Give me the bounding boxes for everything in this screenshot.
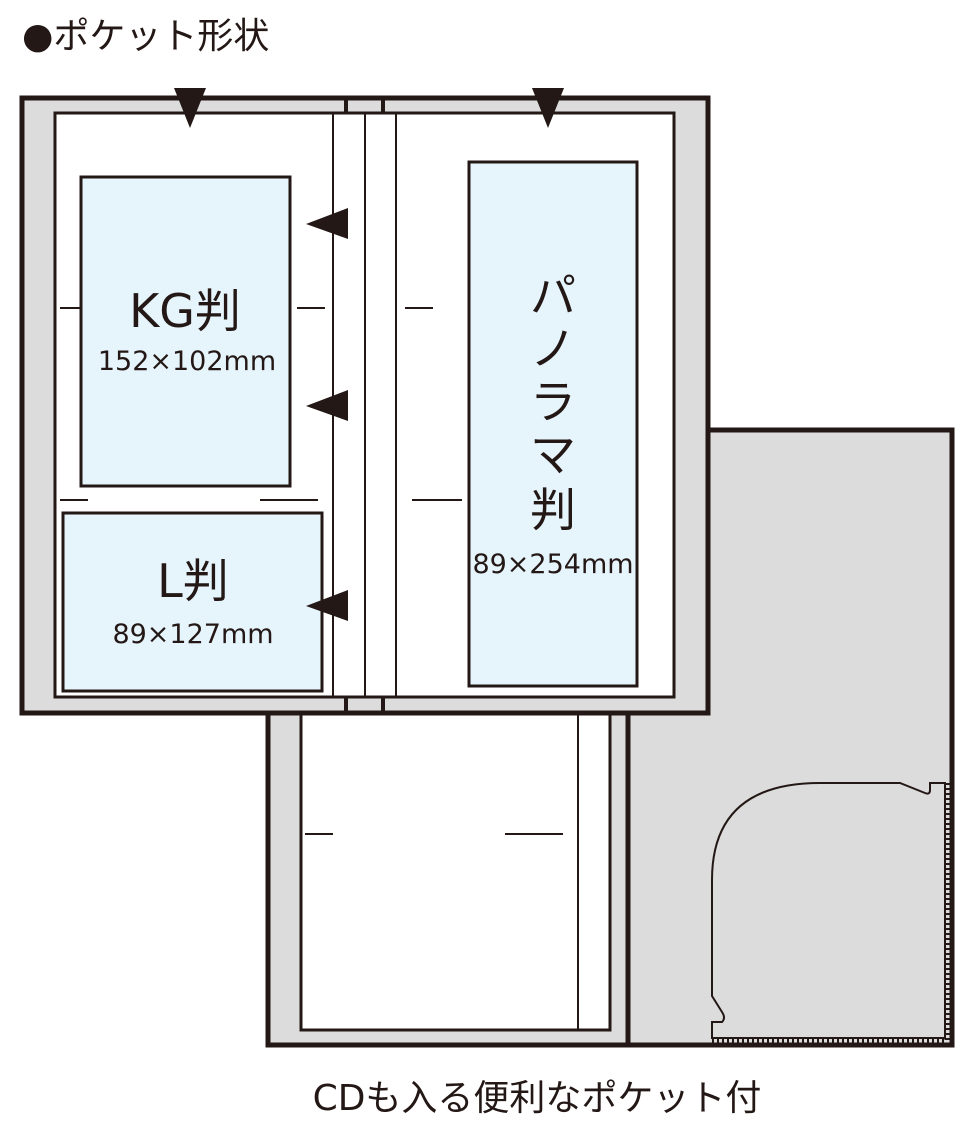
pocket-kg-label: KG判 bbox=[129, 284, 241, 338]
arrow-down-icon bbox=[174, 88, 206, 128]
caption: CDも入る便利なポケット付 bbox=[313, 1078, 762, 1119]
pocket-panorama-label: マ bbox=[530, 428, 576, 482]
pocket-panorama-label: ノ bbox=[530, 322, 576, 376]
tick-marks bbox=[60, 307, 462, 501]
pocket-l-size: 89×127mm bbox=[112, 619, 273, 650]
arrow-left-icon bbox=[306, 590, 348, 621]
pocket-panorama-label: 判 bbox=[530, 483, 576, 537]
diagram-title: ●ポケット形状 bbox=[22, 16, 269, 57]
pocket-panorama-label: ラ bbox=[530, 375, 576, 429]
arrow-down-icon bbox=[532, 88, 564, 128]
pocket-panorama-label: パ bbox=[530, 269, 576, 323]
pocket-l: L判 89×127mm bbox=[61, 511, 324, 693]
pocket-kg-size: 152×102mm bbox=[98, 346, 276, 377]
pocket-kg: KG判 152×102mm bbox=[79, 175, 292, 488]
pocket-panorama: パ ノ ラ マ 判 89×254mm bbox=[467, 160, 639, 688]
pocket-l-label: L判 bbox=[157, 554, 229, 608]
pocket-panorama-size: 89×254mm bbox=[472, 549, 633, 580]
cd-pocket-outline bbox=[711, 782, 946, 1039]
arrow-left-icon bbox=[306, 208, 348, 239]
arrow-left-icon bbox=[306, 390, 348, 421]
